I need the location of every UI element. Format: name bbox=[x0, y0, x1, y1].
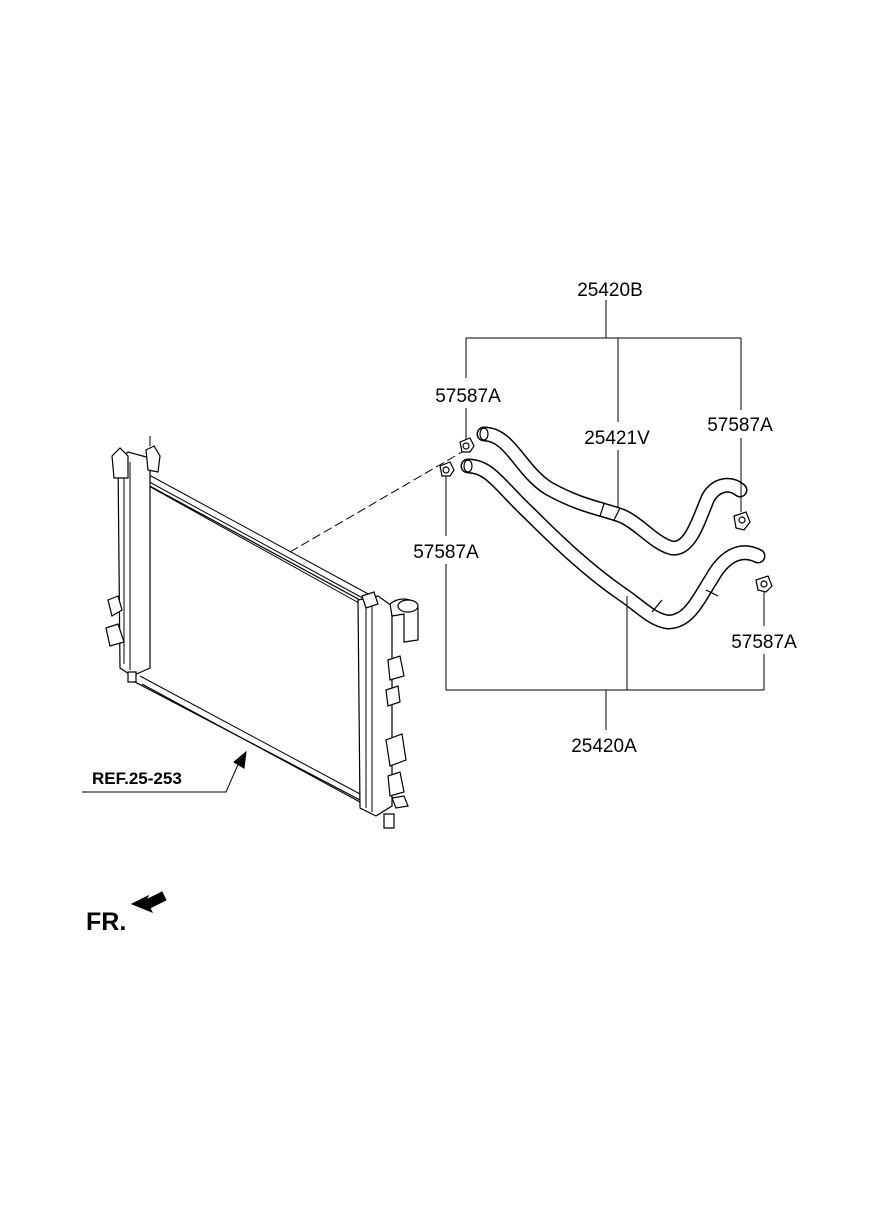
front-direction-arrow-icon bbox=[130, 891, 167, 913]
front-indicator-label: FR. bbox=[86, 908, 126, 936]
connection-leader-line bbox=[289, 451, 463, 553]
hose-middle-label: 25421V bbox=[584, 428, 650, 449]
assembly-lower-label: 25420A bbox=[571, 736, 637, 757]
clamp-lower-left-label: 57587A bbox=[413, 542, 479, 563]
radiator bbox=[105, 436, 419, 829]
clamp-lower-left bbox=[439, 461, 455, 477]
clamp-upper-left-label: 57587A bbox=[435, 386, 501, 407]
clamp-lower-right-label: 57587A bbox=[731, 632, 797, 653]
upper-oil-cooler-hose bbox=[476, 426, 748, 556]
lower-oil-cooler-hose bbox=[460, 458, 766, 630]
reference-label: REF.25-253 bbox=[92, 769, 182, 788]
clamp-upper-right-label: 57587A bbox=[707, 415, 773, 436]
callout-lines bbox=[445, 300, 765, 730]
reference-pointer bbox=[82, 750, 247, 793]
assembly-upper-label: 25420B bbox=[577, 280, 643, 301]
clamp-upper-right bbox=[733, 511, 751, 531]
clamp-lower-right bbox=[755, 575, 773, 593]
clamp-upper-left bbox=[459, 437, 475, 453]
